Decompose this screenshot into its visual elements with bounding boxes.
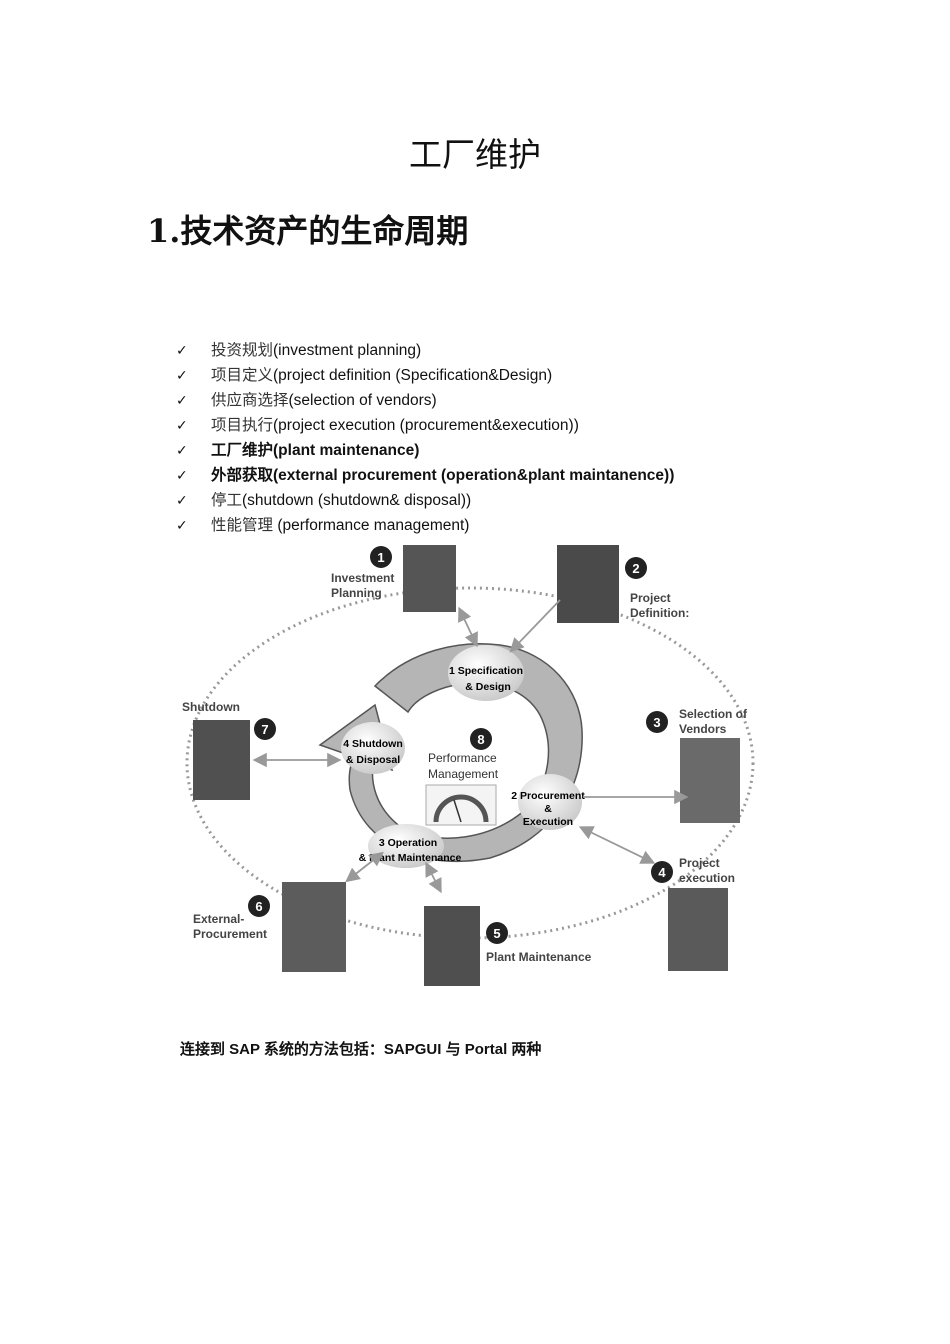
- list-item: ✓投资规划(investment planning): [176, 338, 674, 363]
- connector-arrows: [252, 599, 689, 894]
- cycle-label-2-line2: &: [544, 803, 552, 815]
- svg-text:4: 4: [658, 865, 666, 880]
- node-2-label-line2: Definition:: [630, 606, 689, 620]
- checkmark-icon: ✓: [176, 393, 188, 409]
- svg-text:3: 3: [653, 715, 660, 730]
- photo-project-definition: [557, 545, 619, 623]
- list-item: ✓停工(shutdown (shutdown& disposal)): [176, 488, 674, 513]
- footer-note: 连接到 SAP 系统的方法包括：SAPGUI 与 Portal 两种: [180, 1041, 542, 1058]
- svg-text:7: 7: [261, 722, 268, 737]
- node-3-label-line1: Selection of: [679, 707, 748, 721]
- checkmark-icon: ✓: [176, 343, 188, 359]
- section-heading: 1.技术资产的生命周期: [147, 212, 469, 250]
- list-item: ✓项目定义(project definition (Specification&…: [176, 363, 674, 388]
- cycle-label-3-line1: 3 Operation: [379, 837, 437, 849]
- checkmark-icon: ✓: [176, 443, 188, 459]
- node-7-label: Shutdown: [182, 700, 240, 714]
- cycle-label-1-line1: 1 Specification: [449, 665, 523, 677]
- checkmark-icon: ✓: [176, 418, 188, 434]
- badge-2: [625, 557, 647, 579]
- cycle-label-2-line3: Execution: [523, 816, 573, 828]
- cycle-bubble-4: [341, 722, 405, 774]
- cycle-label-1-line2: & Design: [465, 681, 511, 693]
- badge-3: [646, 711, 668, 733]
- photo-investment-planning: [403, 545, 456, 612]
- badge-6: [248, 895, 270, 917]
- node-6-label-line1: External-: [193, 912, 244, 926]
- badge-7: [254, 718, 276, 740]
- list-item: ✓项目执行(project execution (procurement&exe…: [176, 413, 674, 438]
- svg-text:6: 6: [255, 899, 262, 914]
- node-4-label-line2: execution: [679, 871, 735, 885]
- page-title: 工厂维护: [409, 135, 541, 174]
- cycle-label-4-line2: & Disposal: [346, 754, 400, 766]
- checkmark-icon: ✓: [176, 368, 188, 384]
- svg-text:5: 5: [493, 926, 500, 941]
- node-1-label-line1: Investment: [331, 571, 394, 585]
- cycle-label-4-line1: 4 Shutdown: [343, 738, 403, 750]
- photo-plant-maintenance: [424, 906, 480, 986]
- checkmark-icon: ✓: [176, 493, 188, 509]
- badge-5: [486, 922, 508, 944]
- node-1-label-line2: Planning: [331, 586, 382, 600]
- svg-text:8: 8: [477, 732, 484, 747]
- badge-8: [470, 728, 492, 750]
- node-4-label-line1: Project: [679, 856, 720, 870]
- list-item: ✓外部获取(external procurement (operation&pl…: [176, 463, 674, 488]
- checkmark-icon: ✓: [176, 468, 188, 484]
- cycle-label-3-line2: & Plant Maintenance: [359, 852, 462, 864]
- badge-1: [370, 546, 392, 568]
- cycle-label-2-line1: 2 Procurement: [511, 790, 585, 802]
- lifecycle-checklist: ✓投资规划(investment planning) ✓项目定义(project…: [176, 338, 674, 538]
- photo-selection-vendors: [680, 738, 740, 823]
- lifecycle-diagram: 1 Specification & Design 2 Procurement &…: [182, 545, 755, 986]
- svg-text:2: 2: [632, 561, 639, 576]
- outer-dotted-ellipse: [185, 586, 755, 940]
- cycle-bubble-2: [518, 774, 582, 830]
- node-8-label-line2: Management: [428, 767, 499, 781]
- node-5-label: Plant Maintenance: [486, 950, 592, 964]
- photo-shutdown: [193, 720, 250, 800]
- list-item: ✓供应商选择(selection of vendors): [176, 388, 674, 413]
- node-6-label-line2: Procurement: [193, 927, 267, 941]
- svg-text:1: 1: [377, 550, 384, 565]
- cycle-bubble-1: [448, 645, 524, 701]
- node-2-label-line1: Project: [630, 591, 671, 605]
- list-item: ✓性能管理 (performance management): [176, 513, 674, 538]
- checkmark-icon: ✓: [176, 518, 188, 534]
- node-8-label-line1: Performance: [428, 751, 497, 765]
- list-item: ✓工厂维护(plant maintenance): [176, 438, 674, 463]
- photo-external-procurement: [282, 882, 346, 972]
- cycle-bubble-3: [368, 824, 444, 868]
- node-3-label-line2: Vendors: [679, 722, 727, 736]
- badge-4: [651, 861, 673, 883]
- photo-project-execution: [668, 888, 728, 971]
- gauge-image: [425, 784, 497, 826]
